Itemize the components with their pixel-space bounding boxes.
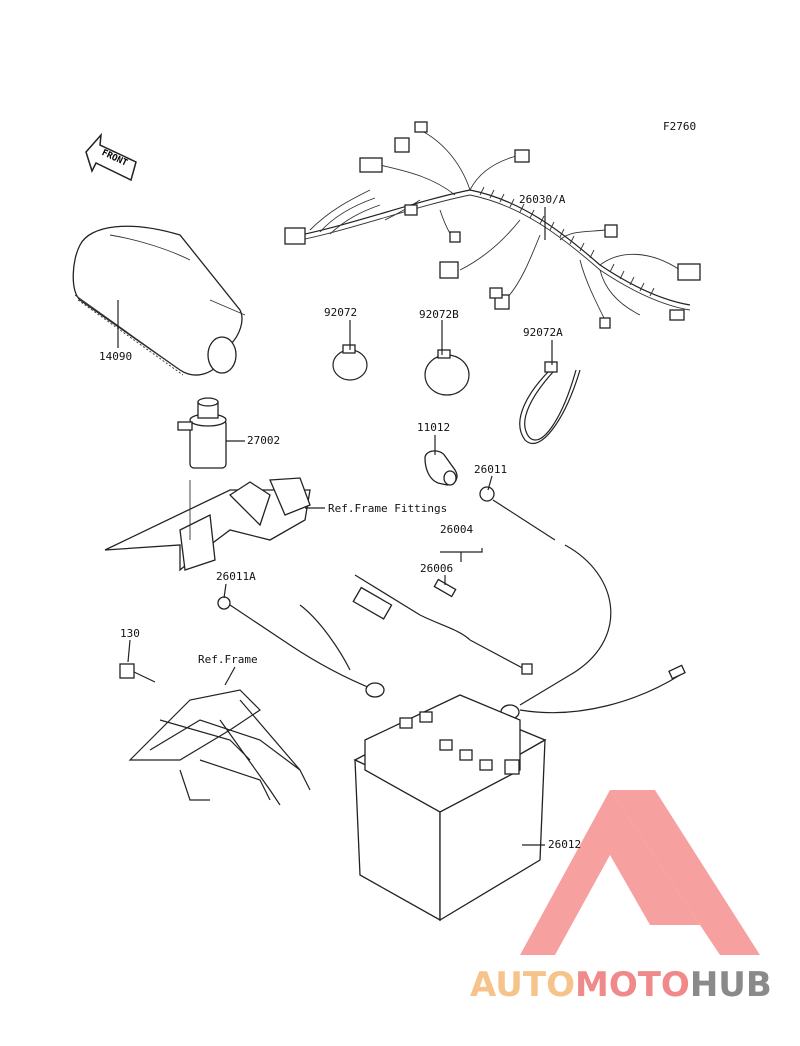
part-label-92072: 92072 (324, 306, 358, 319)
part-label-26012: 26012 (548, 838, 582, 851)
relay-part (177, 397, 227, 469)
cable-26011 (479, 486, 686, 720)
part-label-130: 130 (120, 627, 140, 640)
watermark-auto: AUTO (470, 965, 575, 1005)
cover-part (72, 225, 246, 376)
cable-26011a (217, 596, 385, 698)
frame-fitting-bracket (104, 477, 311, 572)
band-92072a (519, 361, 581, 445)
part-label-26011: 26011 (474, 463, 508, 476)
front-arrow-icon: FRONT (85, 132, 137, 182)
part-label-26011a: 26011A (216, 570, 256, 583)
figure-code: F2760 (663, 120, 697, 133)
part-label-14090: 14090 (99, 350, 133, 363)
band-92072b (424, 349, 470, 396)
watermark-moto: MOTO (574, 965, 690, 1005)
ref-frame-fittings: Ref.Frame Fittings (328, 502, 448, 515)
part-label-92072a: 92072A (523, 326, 563, 339)
bolt-part (119, 663, 156, 683)
leader-lines (117, 207, 553, 846)
watermark-text: AUTOMOTOHUB (470, 965, 772, 1005)
band-92072 (332, 344, 368, 381)
watermark-hub: HUB (689, 965, 772, 1005)
part-label-92072b: 92072B (419, 308, 459, 321)
part-label-26006: 26006 (420, 562, 454, 575)
boot-part (424, 450, 458, 486)
battery-part (353, 694, 547, 922)
part-label-11012: 11012 (417, 421, 451, 434)
frame-part (128, 689, 311, 806)
cable-26004 (352, 574, 533, 675)
part-label-26030a: 26030/A (519, 193, 566, 206)
wiring-harness (284, 121, 701, 329)
part-label-27002: 27002 (247, 434, 281, 447)
part-label-26004: 26004 (440, 523, 474, 536)
watermark-logo (520, 790, 760, 955)
ref-frame: Ref.Frame (198, 653, 258, 666)
fuse-26006 (433, 578, 457, 598)
